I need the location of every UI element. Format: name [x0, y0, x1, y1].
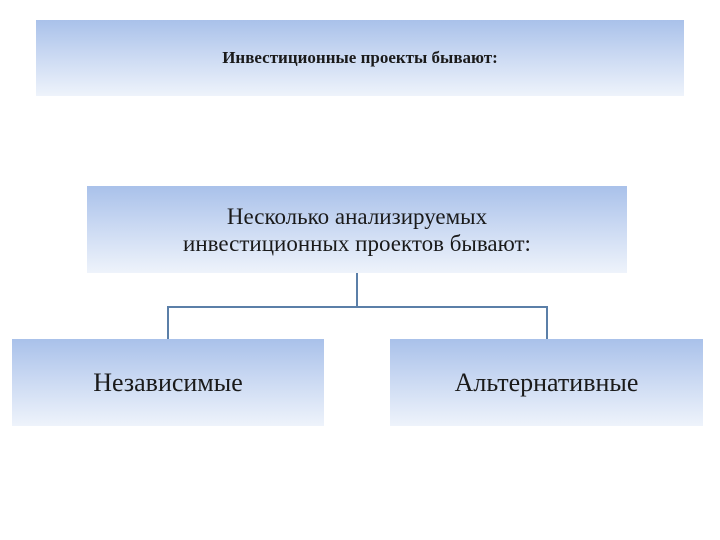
independent-text: Независимые [93, 367, 243, 397]
middle-text-line1: Несколько анализируемых [226, 203, 488, 229]
middle-box: Несколько анализируемых инвестиционных п… [87, 186, 627, 273]
independent-box: Независимые [12, 339, 324, 426]
title-box: Инвестиционные проекты бывают: [36, 20, 684, 96]
alternative-box: Альтернативные [390, 339, 703, 426]
middle-text: Несколько анализируемых инвестиционных п… [183, 203, 531, 257]
alternative-text: Альтернативные [454, 367, 639, 397]
title-text: Инвестиционные проекты бывают: [222, 48, 498, 67]
middle-text-line2: инвестиционных проектов бывают: [183, 230, 531, 256]
